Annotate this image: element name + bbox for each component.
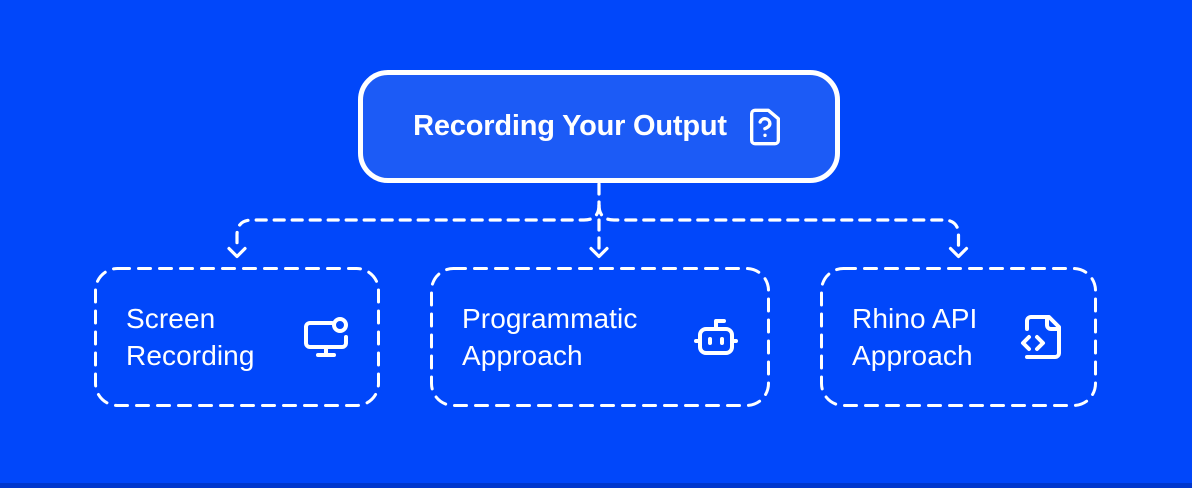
file-question-icon xyxy=(749,108,780,146)
file-code-icon xyxy=(1021,315,1061,359)
arrowhead-middle xyxy=(589,246,609,259)
node-programmatic-approach: Programmatic Approach xyxy=(430,267,770,407)
connector-left xyxy=(235,203,601,250)
bot-icon xyxy=(694,319,738,355)
root-node-label: Recording Your Output xyxy=(413,110,727,142)
node-label: Programmatic Approach xyxy=(462,302,638,371)
arrowhead-right xyxy=(948,246,969,259)
node-recording-your-output: Recording Your Output xyxy=(358,70,840,183)
dashed-border xyxy=(94,267,380,407)
dashed-border xyxy=(430,267,770,407)
connector-right xyxy=(597,203,961,250)
node-label: Screen Recording xyxy=(126,302,255,371)
dashed-border xyxy=(820,267,1097,407)
node-screen-recording: Screen Recording xyxy=(94,267,380,407)
node-label: Rhino API Approach xyxy=(852,302,978,371)
node-rhino-api-approach: Rhino API Approach xyxy=(820,267,1097,407)
bottom-edge-strip xyxy=(0,483,1192,488)
arrowhead-left xyxy=(227,246,247,259)
monitor-dot-icon xyxy=(304,317,348,357)
